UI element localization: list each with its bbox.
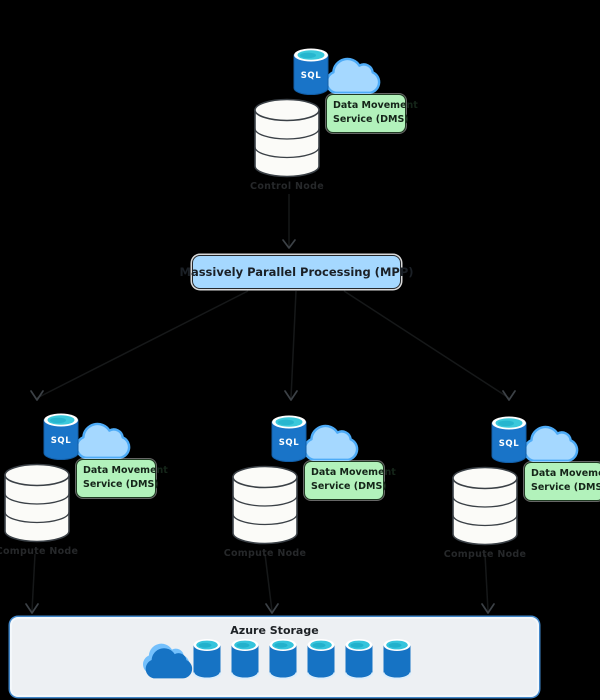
- node-label: Compute Node: [443, 549, 527, 560]
- arrowhead-icon: [265, 603, 279, 614]
- storage-disk-row: [140, 638, 412, 685]
- dms-box: Data Movement Service (DMS): [76, 459, 168, 498]
- arrow-compute1-to-storage: [31, 553, 36, 612]
- mpp-label: Massively Parallel Processing (MPP): [179, 265, 414, 279]
- dms-label-line1: Data Movement: [311, 467, 396, 478]
- control-node-group: SQL Data Movement Service (DMS) Control …: [250, 46, 418, 196]
- arrow-mpp-to-compute3: [343, 290, 510, 399]
- storage-disk-icon: [306, 638, 336, 680]
- arrow-compute3-to-storage: [484, 553, 489, 612]
- arrowhead-icon: [481, 603, 495, 614]
- storage-disk-icon: [382, 638, 412, 680]
- mpp-box: Massively Parallel Processing (MPP): [180, 255, 414, 289]
- sql-label: SQL: [278, 438, 300, 448]
- arrowhead-icon: [284, 390, 298, 401]
- dms-label-line2: Service (DMS): [83, 479, 159, 491]
- database-icon: [232, 465, 298, 545]
- database-icon: [254, 98, 320, 178]
- sql-label: SQL: [300, 71, 322, 81]
- compute-node-group-3: SQL Data Movement Service (DMS) Compute …: [444, 414, 600, 564]
- storage-cloud-icon: [142, 643, 193, 679]
- compute-node-group-2: SQL Data Movement Service (DMS) Compute …: [224, 413, 396, 563]
- dms-box: Data Movement Service (DMS): [326, 94, 418, 133]
- dms-label-line2: Service (DMS): [333, 114, 409, 126]
- arrow-mpp-to-compute2: [290, 290, 297, 399]
- dms-label-line2: Service (DMS): [311, 481, 387, 493]
- database-icon: [4, 463, 70, 543]
- arrowhead-icon: [502, 390, 516, 401]
- dms-box: Data Movement Service (DMS): [304, 461, 396, 500]
- azure-storage-title: Azure Storage: [230, 624, 319, 637]
- arrowhead-icon: [282, 239, 296, 249]
- storage-disk-icon: [230, 638, 260, 680]
- sql-label: SQL: [498, 439, 520, 449]
- arrow-mpp-to-compute1: [36, 290, 249, 399]
- arrowhead-icon: [30, 390, 44, 401]
- database-icon: [452, 466, 518, 546]
- node-label: Control Node: [250, 181, 324, 192]
- arrow-compute2-to-storage: [264, 553, 273, 612]
- node-label: Compute Node: [0, 546, 79, 557]
- storage-disk-icon: [192, 638, 222, 680]
- sql-label: SQL: [50, 436, 72, 446]
- node-label: Compute Node: [223, 548, 307, 559]
- dms-label-line1: Data Movement: [333, 100, 418, 111]
- dms-label-line1: Data Movement: [531, 468, 600, 479]
- azure-storage-box: Azure Storage: [10, 617, 539, 697]
- arrowhead-icon: [25, 603, 39, 614]
- storage-disk-icon: [268, 638, 298, 680]
- storage-disk-icon: [344, 638, 374, 680]
- dms-box: Data Movement Service (DMS): [524, 462, 600, 501]
- compute-node-group-1: SQL Data Movement Service (DMS) Compute …: [0, 411, 168, 561]
- dms-label-line1: Data Movement: [83, 465, 168, 476]
- dms-label-line2: Service (DMS): [531, 482, 600, 494]
